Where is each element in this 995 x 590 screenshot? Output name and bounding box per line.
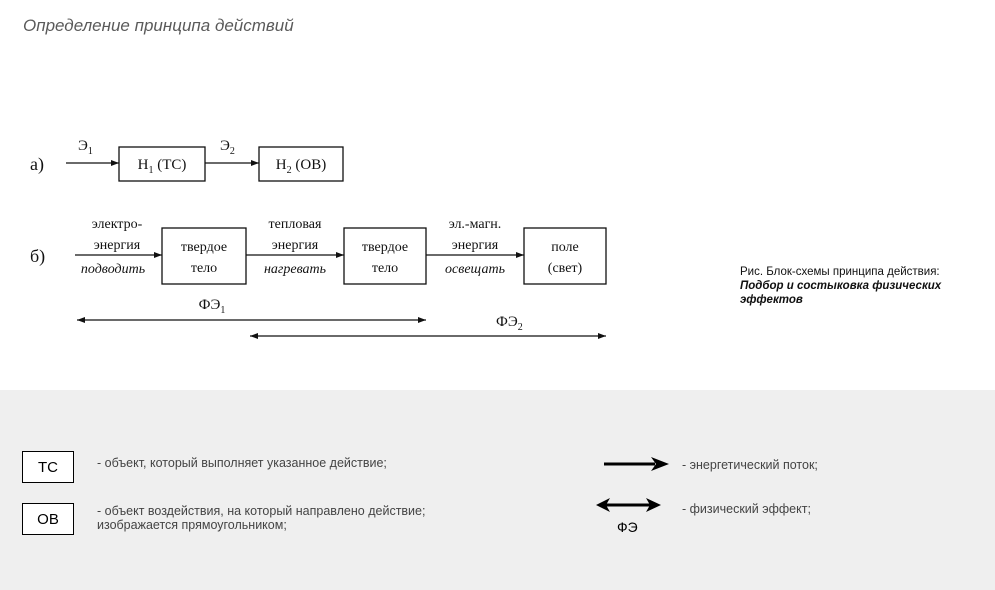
block-field-light <box>523 227 607 285</box>
legend-ov-box: ОВ <box>22 503 74 535</box>
legend-ts-box: ТС <box>22 451 74 483</box>
slide-title: Определение принципа действий <box>23 16 294 35</box>
flow3-verb: освещать <box>445 262 505 277</box>
legend-ts-text: - объект, который выполняет указанное де… <box>97 456 387 470</box>
block-h2-label: Н2 (ОВ) <box>276 157 326 176</box>
block1-line2: тело <box>191 261 217 276</box>
block3-line1: поле <box>551 240 579 255</box>
block1-line1: твердое <box>181 240 227 255</box>
flow1-line1: электро- <box>92 217 143 232</box>
flow2-line2: энергия <box>272 238 319 253</box>
caption-line2: Подбор и состыковка физических эффектов <box>740 280 942 306</box>
legend-ov-text: - объект воздействия, на который направл… <box>97 504 425 532</box>
flow3-line1: эл.-магн. <box>449 217 502 232</box>
block-diagram: а) Э1 Н1 (ТС) Э2 Н2 (ОВ) б) электро- эне… <box>30 138 607 339</box>
figure-caption: Рис. Блок-схемы принципа действия: Подбо… <box>740 265 990 307</box>
fe1-label: ФЭ1 <box>199 297 226 316</box>
e2-label: Э2 <box>220 138 235 157</box>
block2-line1: твердое <box>362 240 408 255</box>
energy-flow-arrow-icon <box>604 457 669 471</box>
block-solid-body-2 <box>343 227 427 285</box>
flow1-line2: энергия <box>94 238 141 253</box>
block-h1-ts <box>118 146 206 182</box>
legend-effect-text: - физический эффект; <box>682 502 811 516</box>
flow1-verb: подводить <box>81 262 145 277</box>
e1-label: Э1 <box>78 138 93 157</box>
block3-line2: (свет) <box>548 261 583 276</box>
block2-line2: тело <box>372 261 398 276</box>
legend-flow-text: - энергетический поток; <box>682 458 818 472</box>
fe2-label: ФЭ2 <box>496 314 523 333</box>
diagram-b-label: б) <box>30 246 45 267</box>
block-solid-body-1 <box>161 227 247 285</box>
flow2-line1: тепловая <box>269 217 322 232</box>
caption-line1: Рис. Блок-схемы принципа действия: <box>740 266 940 278</box>
diagram-a-label: а) <box>30 154 44 175</box>
legend-ov-text-line2: изображается прямоугольником; <box>97 518 287 532</box>
legend-ov-text-line1: - объект воздействия, на который направл… <box>97 504 426 518</box>
block-h1-label: Н1 (ТС) <box>138 157 187 176</box>
block-h2-ov <box>258 146 344 182</box>
physical-effect-arrow-icon <box>596 498 661 512</box>
flow3-line2: энергия <box>452 238 499 253</box>
legend-effect-label: ФЭ <box>617 519 638 535</box>
flow2-verb: нагревать <box>264 262 326 277</box>
legend-panel: ТС - объект, который выполняет указанное… <box>0 390 995 590</box>
